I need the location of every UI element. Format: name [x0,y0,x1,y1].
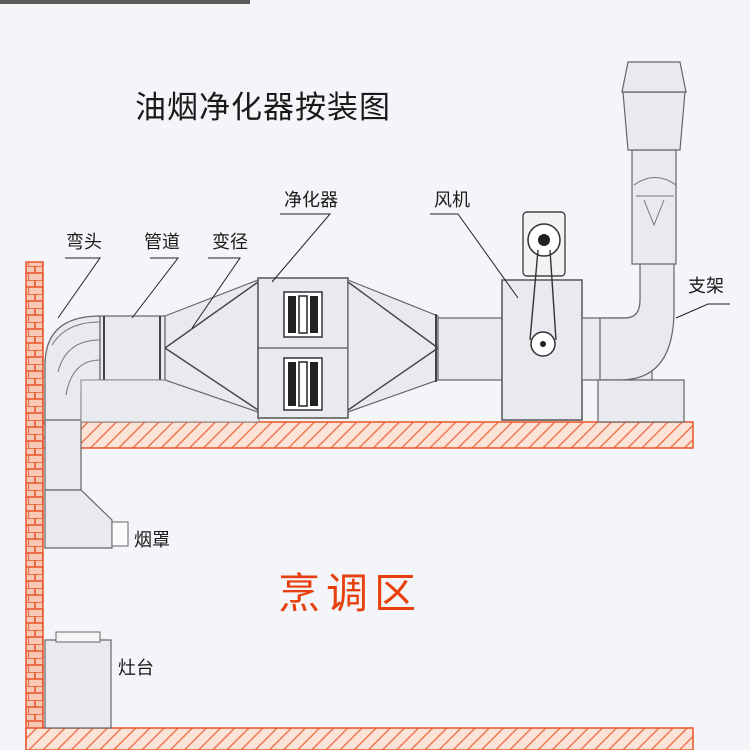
leader-lines [57,213,730,329]
floor-slab [25,727,694,750]
cooking-zone-label: 烹调区 [278,569,423,618]
horizontal-pipe [99,315,166,381]
pipe-to-fan [437,317,503,381]
pipe-label: 管道 [144,232,180,253]
fan-belt-drive [529,249,557,357]
hood-lip [111,521,129,547]
stove-top [55,631,101,643]
bracket-support [597,379,685,423]
hood-label: 烟罩 [134,530,170,551]
stove-label: 灶台 [118,658,154,679]
fan-label: 风机 [434,190,470,211]
reducer-right [347,279,439,413]
chimney-stack [631,149,677,265]
chimney-cap-lower [622,91,686,151]
brick-wall [25,261,44,750]
purifier-module-bottom [283,357,323,411]
range-hood [44,489,113,549]
reducer-right-lines [347,281,439,411]
chimney-elbow [599,261,675,381]
diagram-title: 油烟净化器按装图 [135,90,391,126]
stove [44,639,112,729]
fan-motor [522,211,566,277]
elbow-segment-lines [51,321,101,396]
reducer-label: 变径 [212,232,248,253]
ceiling-slab [42,421,694,449]
reducer-left-lines [164,281,259,411]
top-edge-line [0,0,250,4]
purifier-module-top [283,291,323,338]
chimney-cap-upper [621,61,687,93]
chimney-detail-lines [633,177,677,227]
bracket-label: 支架 [688,276,724,297]
purifier-label: 净化器 [284,190,338,211]
elbow-label: 弯头 [66,232,102,253]
